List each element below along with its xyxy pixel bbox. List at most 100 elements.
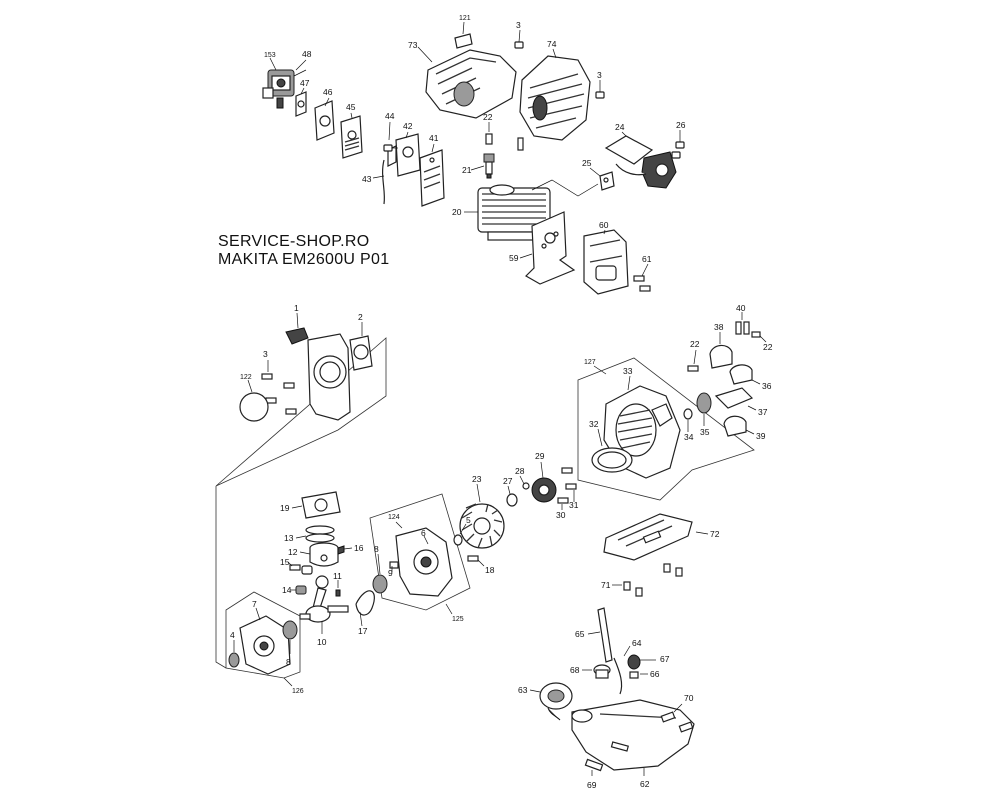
callout-22c: 22 bbox=[763, 342, 773, 352]
clutch-29 bbox=[531, 477, 557, 503]
spark-plug-part bbox=[483, 153, 495, 179]
callout-31: 31 bbox=[569, 500, 579, 510]
callout-122: 122 bbox=[240, 374, 252, 381]
callout-15: 15 bbox=[280, 557, 290, 567]
grommet-67 bbox=[627, 654, 641, 670]
callout-65: 65 bbox=[575, 629, 585, 639]
piston-pin-15 bbox=[289, 564, 313, 575]
callout-44: 44 bbox=[385, 111, 395, 121]
callout-22a: 22 bbox=[483, 112, 493, 122]
callout-70: 70 bbox=[684, 693, 694, 703]
callout-61: 61 bbox=[642, 254, 652, 264]
callout-68: 68 bbox=[570, 665, 580, 675]
callout-7: 7 bbox=[252, 599, 257, 609]
callout-42: 42 bbox=[403, 121, 413, 131]
ht-lead bbox=[531, 179, 599, 197]
bearing-8-upper bbox=[372, 574, 388, 594]
callout-33: 33 bbox=[623, 366, 633, 376]
callout-153: 153 bbox=[264, 52, 276, 59]
screw-26b bbox=[671, 151, 681, 159]
washer-28 bbox=[522, 482, 530, 490]
crankshaft-10 bbox=[299, 575, 349, 623]
carb-insulator-part bbox=[314, 100, 335, 141]
cable-clip-17 bbox=[355, 590, 375, 616]
callout-126: 126 bbox=[292, 688, 304, 695]
top-cover-part bbox=[425, 49, 517, 119]
callout-39: 39 bbox=[756, 431, 766, 441]
carb-leaders bbox=[269, 57, 435, 179]
handle-clamp-36 bbox=[729, 364, 753, 385]
crankcase-6 bbox=[395, 527, 453, 597]
screw-22-housing bbox=[687, 365, 699, 372]
callout-1: 1 bbox=[294, 303, 299, 313]
callout-43: 43 bbox=[362, 174, 372, 184]
guide-ring-32-inner bbox=[597, 451, 627, 469]
tank-pads-70 bbox=[660, 711, 694, 733]
callout-66: 66 bbox=[650, 669, 660, 679]
bolts-30-31 bbox=[557, 467, 577, 504]
callout-11: 11 bbox=[333, 571, 342, 581]
callout-14: 14 bbox=[282, 585, 292, 595]
callout-34: 34 bbox=[684, 432, 694, 442]
tank-plug-68 bbox=[593, 664, 611, 679]
callout-30: 30 bbox=[556, 510, 566, 520]
callout-8b: 8 bbox=[286, 657, 291, 667]
callout-72: 72 bbox=[710, 529, 720, 539]
engine-outline-left bbox=[215, 486, 227, 669]
callout-16: 16 bbox=[354, 543, 364, 553]
bushing-35 bbox=[696, 392, 712, 414]
starter-housing-part bbox=[285, 327, 351, 421]
callout-6: 6 bbox=[421, 528, 426, 538]
callout-23: 23 bbox=[472, 474, 482, 484]
starter-gasket-122 bbox=[239, 392, 269, 422]
carburetor-group: 153 48 47 46 45 44 42 41 43 bbox=[262, 49, 445, 207]
callout-35: 35 bbox=[700, 427, 710, 437]
piston-12 bbox=[309, 542, 339, 567]
piston-ring-13b bbox=[305, 533, 335, 543]
key-11 bbox=[335, 589, 341, 597]
crankcase-7 bbox=[239, 615, 291, 675]
callout-5: 5 bbox=[466, 515, 471, 525]
bracket-25 bbox=[599, 171, 615, 191]
carb-spacer-part bbox=[340, 115, 363, 159]
callout-60: 60 bbox=[599, 220, 609, 230]
callout-41: 41 bbox=[429, 133, 439, 143]
callout-29: 29 bbox=[535, 451, 545, 461]
screw-61 bbox=[633, 275, 651, 292]
callout-71: 71 bbox=[601, 580, 611, 590]
oil-seal-4 bbox=[228, 652, 240, 668]
screw-3-right bbox=[595, 91, 605, 99]
flywheel-23 bbox=[459, 503, 505, 549]
starter-pulley-part bbox=[349, 335, 373, 371]
engine-block-group: 19 13 12 16 15 14 bbox=[215, 486, 495, 695]
callout-46: 46 bbox=[323, 87, 333, 97]
screws-40 bbox=[735, 321, 761, 338]
screw-26 bbox=[675, 141, 685, 149]
gasket-19 bbox=[301, 491, 341, 519]
callout-124: 124 bbox=[388, 514, 400, 521]
crankcase-lower-box bbox=[225, 591, 301, 679]
dowel-9 bbox=[389, 561, 399, 569]
carb-gasket-part bbox=[295, 91, 307, 117]
handle-clamp-38 bbox=[709, 344, 733, 369]
filter-66 bbox=[629, 671, 639, 679]
housing-box-outline bbox=[577, 357, 755, 501]
washer-27 bbox=[506, 493, 518, 507]
callout-13: 13 bbox=[284, 533, 294, 543]
callout-125: 125 bbox=[452, 616, 464, 623]
piston-ring-13 bbox=[305, 525, 335, 535]
callout-3a: 3 bbox=[516, 20, 521, 30]
callout-63: 63 bbox=[518, 685, 528, 695]
callout-3c: 3 bbox=[263, 349, 268, 359]
callout-73: 73 bbox=[408, 40, 418, 50]
callout-9: 9 bbox=[388, 568, 393, 578]
bearing-8-lower bbox=[282, 620, 298, 640]
fan-housing-group: 127 33 32 34 35 22 38 36 bbox=[577, 303, 773, 501]
screw-44 bbox=[383, 144, 398, 152]
screw-22-top bbox=[485, 133, 493, 145]
callout-12: 12 bbox=[288, 547, 298, 557]
screw-3-top bbox=[514, 41, 524, 49]
recoil-starter-group: 1 2 3 122 bbox=[215, 303, 387, 487]
callout-67: 67 bbox=[660, 654, 670, 664]
muffler-gasket-part bbox=[525, 211, 576, 285]
